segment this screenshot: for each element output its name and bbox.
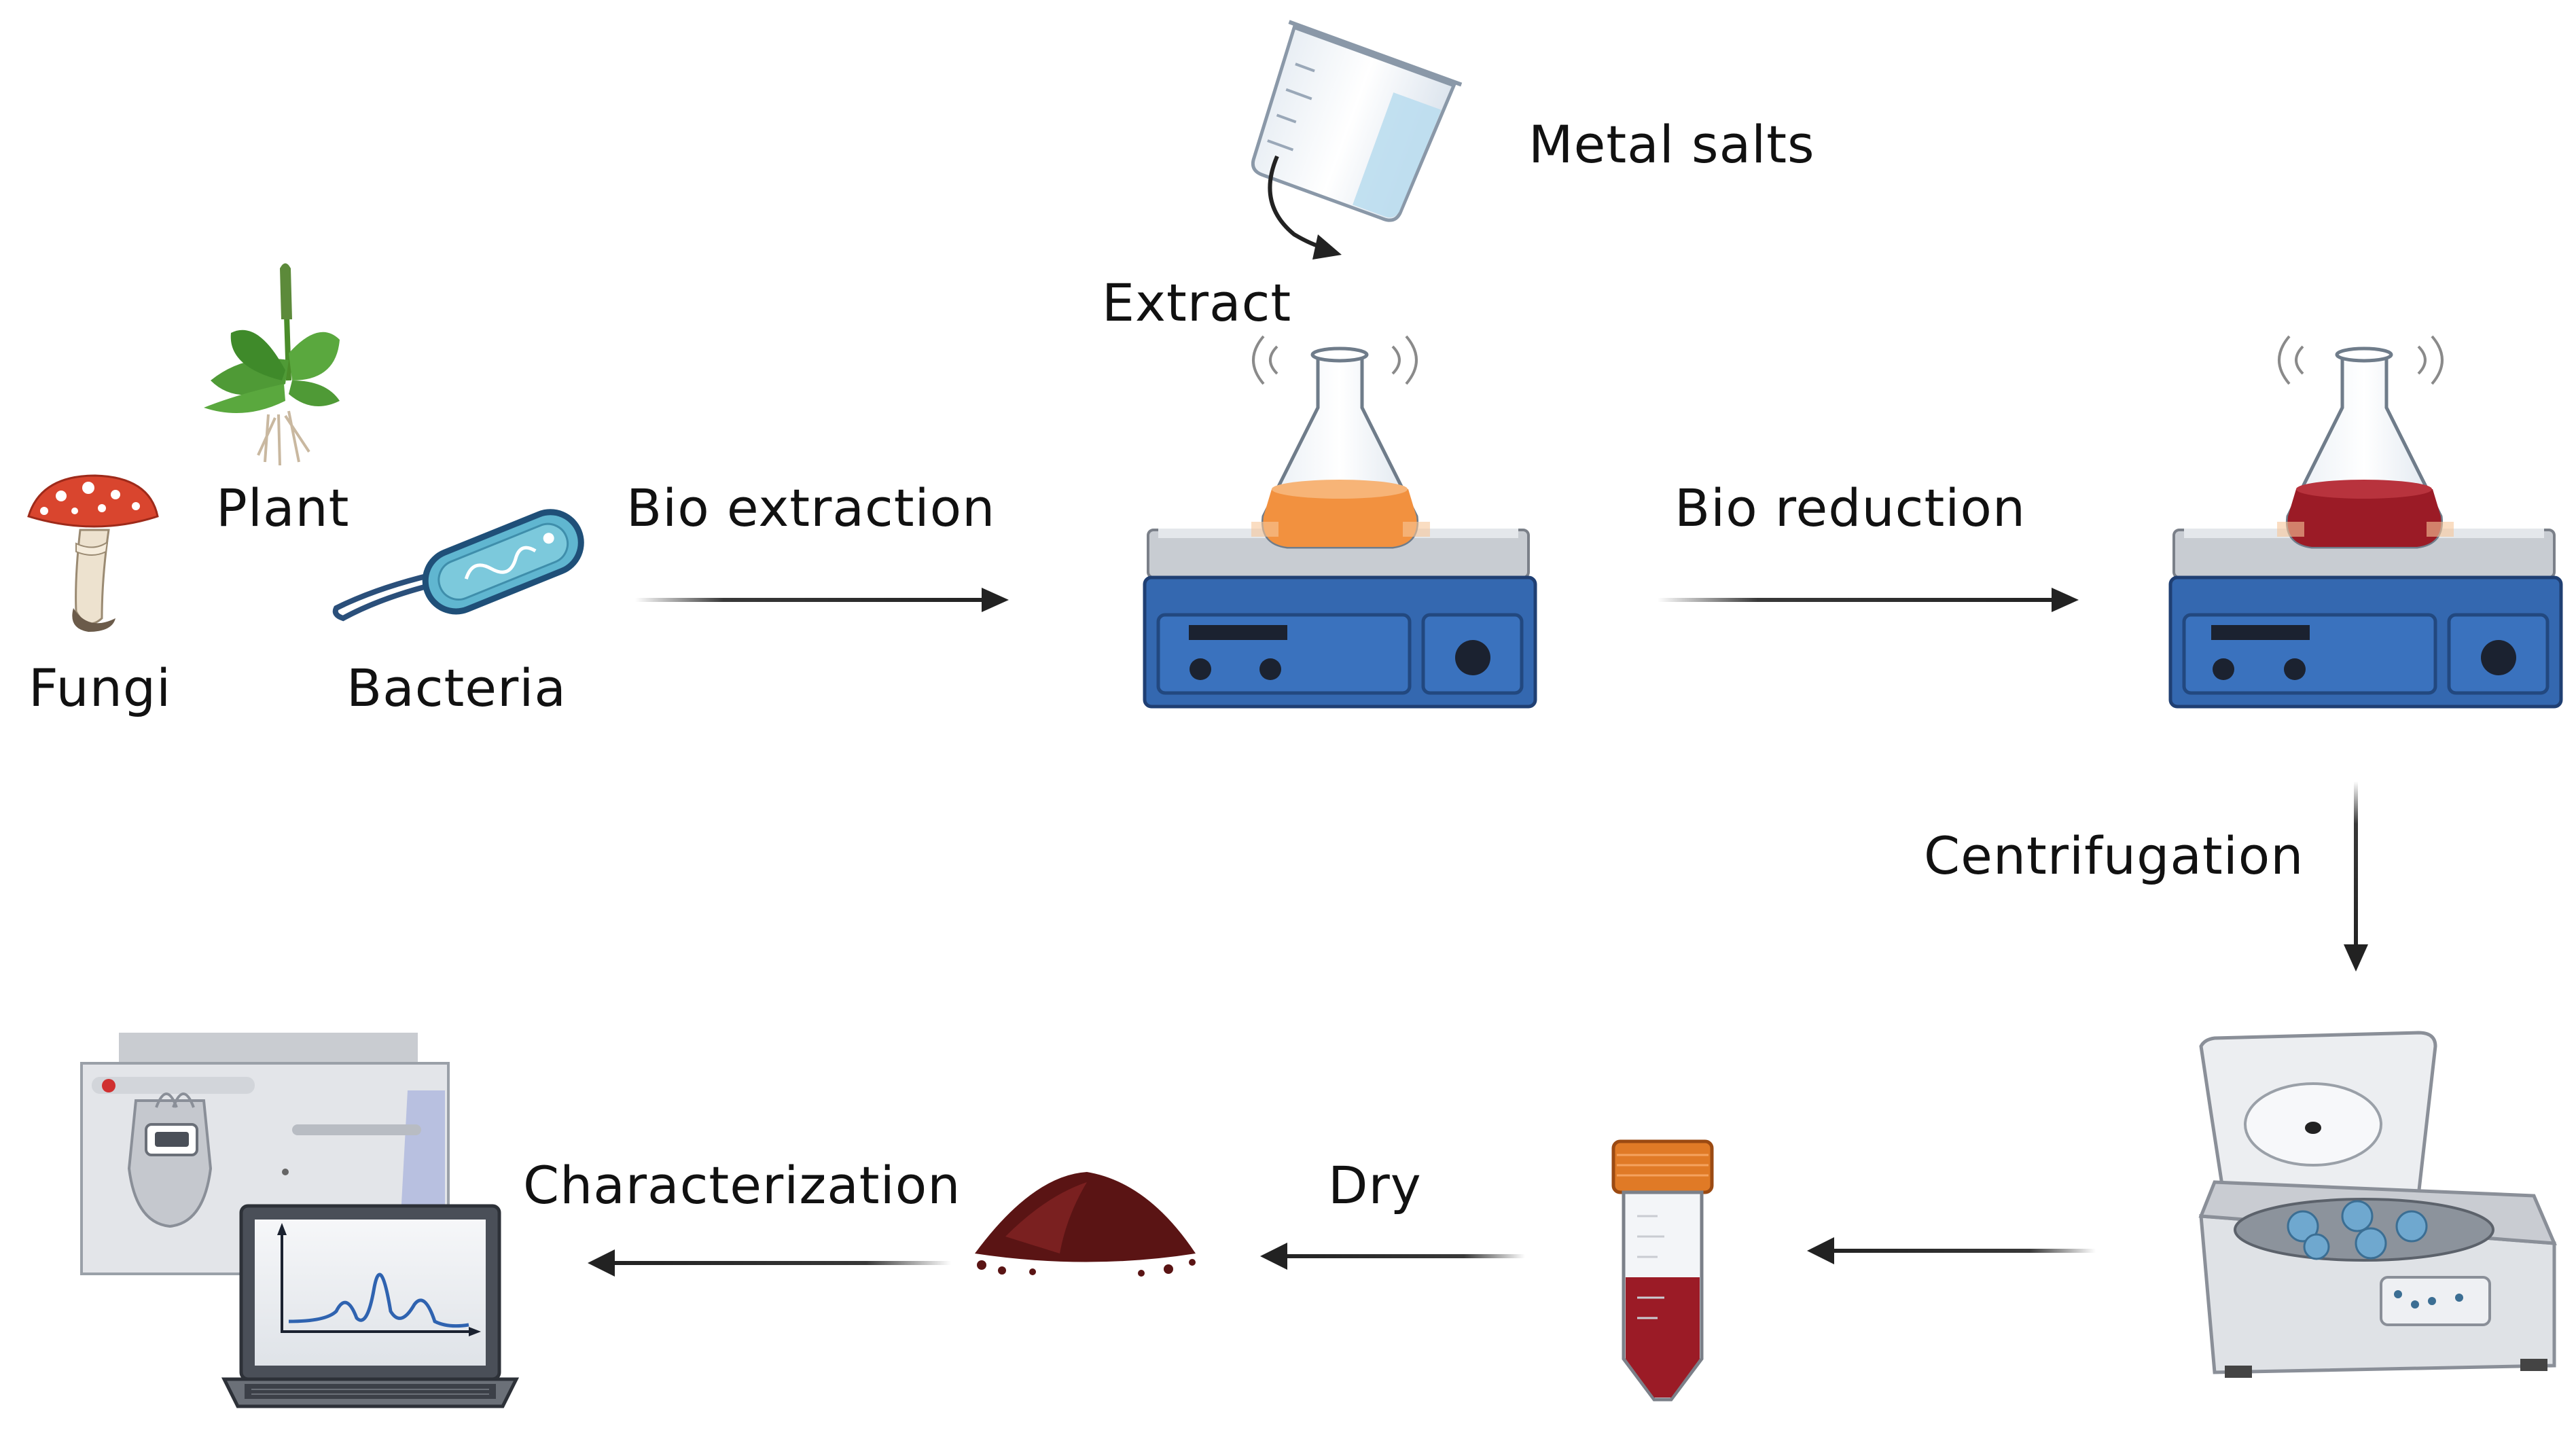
flask-icon: [1251, 346, 1430, 549]
bacterium-icon: [332, 509, 584, 622]
label-bacteria: Bacteria: [346, 658, 567, 718]
arrow-dry: [1260, 1243, 1525, 1270]
centrifuge-icon: [2198, 1031, 2557, 1378]
label-dry: Dry: [1328, 1155, 1422, 1215]
powder-pile-icon: [975, 1172, 1196, 1277]
label-centrifugation: Centrifugation: [1924, 825, 2304, 886]
plant-icon: [204, 263, 340, 466]
label-extract: Extract: [1102, 272, 1292, 333]
beaker-icon: [1251, 20, 1463, 260]
label-metal-salts: Metal salts: [1528, 114, 1815, 175]
arrow-bio-extraction: [635, 588, 1009, 612]
label-bio-reduction: Bio reduction: [1675, 478, 2026, 538]
label-characterization: Characterization: [523, 1155, 961, 1215]
arrow-to-tube: [1807, 1237, 2096, 1264]
label-plant: Plant: [216, 478, 350, 538]
label-fungi: Fungi: [29, 658, 172, 718]
flask-icon: [2277, 346, 2454, 549]
arrow-centrifugation: [2344, 781, 2368, 972]
laptop-icon: [221, 1204, 520, 1408]
arrow-characterization: [588, 1249, 951, 1277]
mushroom-icon: [27, 474, 159, 632]
arrow-bio-reduction: [1658, 588, 2079, 612]
falcon-tube-icon: [1611, 1139, 1714, 1402]
label-bio-extraction: Bio extraction: [626, 478, 996, 538]
